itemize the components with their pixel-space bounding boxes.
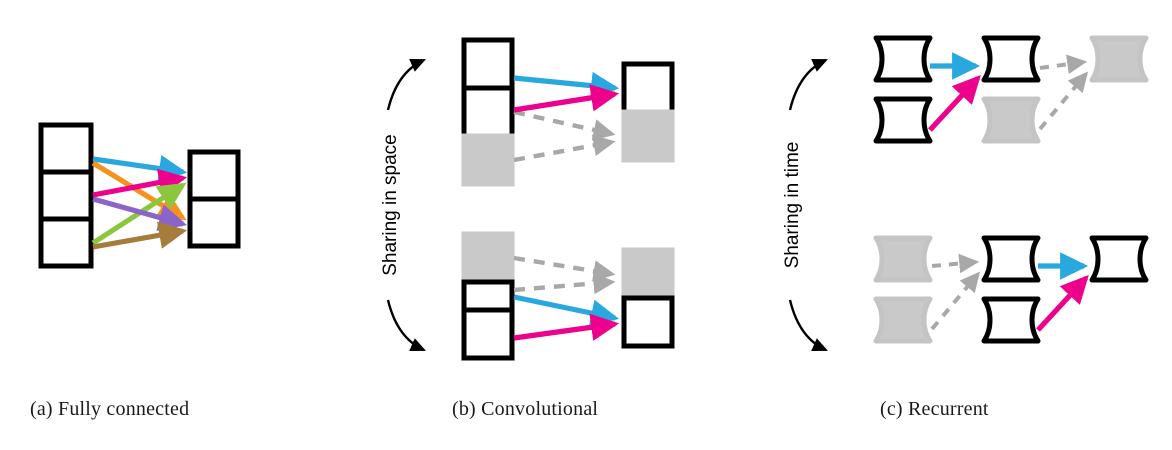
fc-connection-magenta: [92, 168, 188, 198]
rec-top-dashed-1: [1039, 54, 1088, 74]
conv-bottom-input-cell-3: [461, 307, 515, 361]
sharing-in-space-label: Sharing in space: [380, 134, 401, 276]
conv-bottom-connection-blue: [513, 294, 620, 327]
conv-bottom-output-cell-2: [621, 295, 675, 349]
sharing-in-time-arrow-bottom: [788, 299, 828, 352]
conv-bottom-dashed-2: [513, 272, 616, 295]
conv-bottom-active-connections: [513, 294, 620, 341]
sharing-in-time-label: Sharing in time: [782, 142, 803, 269]
rec-bottom-node-t2-upper: [1089, 235, 1149, 283]
caption-convolutional: (b) Convolutional: [452, 398, 599, 420]
sharing-in-space-arrow-top: [386, 58, 426, 111]
caption-fully-connected: (a) Fully connected: [30, 398, 190, 420]
conv-top-dashed-1: [513, 109, 616, 141]
rec-top-node-t2-upper-inactive: [1089, 35, 1149, 83]
sharing-in-space-arrow-bottom: [386, 299, 426, 352]
sharing-in-space-label-group: Sharing in space: [380, 58, 426, 352]
rec-bottom-dashed-1: [931, 253, 980, 274]
conv-group-bottom: [461, 231, 675, 361]
rec-top-node-t0-upper: [873, 35, 933, 83]
sharing-in-time-arrow-top: [788, 58, 828, 111]
rec-bottom-node-t0-lower-inactive: [873, 296, 933, 344]
fc-input-cell-1: [38, 122, 94, 175]
conv-top-input-cell-2: [461, 85, 515, 139]
conv-bottom-output-cell-1-inactive: [621, 247, 675, 301]
panel-recurrent: Sharing in time: [782, 35, 1149, 352]
conv-top-dashed-connections: [513, 109, 616, 163]
conv-bottom-connection-magenta: [513, 313, 620, 341]
conv-bottom-dashed-connections: [513, 255, 616, 295]
fc-output-cell-2: [187, 196, 241, 249]
rec-top-connection-magenta: [928, 74, 981, 132]
conv-top-output-cell-1: [621, 61, 675, 115]
conv-top-input-cell-3-inactive: [461, 133, 515, 187]
fc-connections: [91, 154, 188, 250]
conv-top-output-cell-2-inactive: [621, 109, 675, 163]
fc-connection-brown: [92, 221, 188, 250]
rec-top-node-t0-lower: [873, 96, 933, 144]
rec-bottom-node-t0-upper-inactive: [873, 235, 933, 283]
rec-bottom-active-connections: [1036, 252, 1089, 332]
rec-group-top: [873, 35, 1149, 144]
rec-bottom-dashed-connections: [930, 253, 981, 331]
conv-top-input-cell-1: [461, 37, 515, 91]
fc-output-cell-1: [187, 149, 241, 202]
rec-group-bottom: [873, 235, 1149, 344]
fc-input-cell-3: [38, 216, 94, 269]
rec-bottom-node-t1-upper: [981, 235, 1041, 283]
conv-top-connection-blue: [513, 71, 620, 100]
panel-fully-connected: [38, 122, 241, 269]
rec-bottom-node-t1-lower: [981, 296, 1041, 344]
fc-input-cell-2: [38, 169, 94, 222]
caption-recurrent: (c) Recurrent: [880, 398, 989, 420]
rec-top-dashed-2: [1038, 71, 1089, 131]
conv-top-active-connections: [513, 71, 620, 113]
conv-top-connection-magenta: [513, 84, 620, 113]
sharing-in-time-label-group: Sharing in time: [782, 58, 828, 352]
panel-convolutional: Sharing in space: [380, 37, 675, 361]
conv-top-dashed-2: [513, 134, 616, 163]
conv-group-top: [461, 37, 675, 187]
fc-input-column: [38, 122, 94, 269]
rec-top-node-t1-lower-inactive: [981, 96, 1041, 144]
rec-top-dashed-connections: [1038, 54, 1089, 131]
conv-bottom-dashed-1: [513, 255, 616, 282]
rec-top-active-connections: [928, 52, 981, 132]
conv-bottom-input-cell-1-inactive: [461, 231, 515, 285]
rec-bottom-connection-magenta: [1036, 274, 1089, 332]
rec-bottom-dashed-2: [930, 271, 981, 331]
rec-top-node-t1-upper: [981, 35, 1041, 83]
fc-output-column: [187, 149, 241, 249]
fc-connection-purple: [92, 196, 188, 231]
